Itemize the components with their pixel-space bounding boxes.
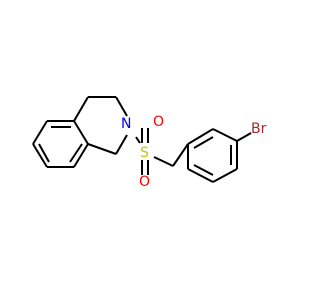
double-bond-inner <box>69 143 83 163</box>
bond-n-s <box>135 136 141 144</box>
oxygen-bottom-atom-label: O <box>139 174 150 190</box>
bond <box>87 143 117 155</box>
double-bond-inner <box>38 143 50 163</box>
sulfur-atom-label: S <box>140 145 149 161</box>
oxygen-top-atom-label: O <box>153 114 164 130</box>
bond <box>73 120 89 145</box>
bond <box>32 143 48 168</box>
bromophenyl-ring <box>187 128 238 183</box>
bond <box>32 120 48 145</box>
benzo-ring <box>32 120 89 168</box>
bond <box>187 168 214 183</box>
bond <box>212 168 238 183</box>
molecule-diagram: N S O O Br <box>32 96 267 190</box>
double-bond-inner <box>193 136 214 149</box>
bromine-atom-label: Br <box>251 121 267 137</box>
double-bond-inner <box>193 164 214 176</box>
sulfonyl-oxygens <box>141 128 149 175</box>
bond-c-br <box>236 132 252 142</box>
bond <box>187 128 214 145</box>
bond <box>115 134 128 155</box>
nitrogen-atom-label: N <box>121 116 131 132</box>
bond-ch2-aryl <box>172 143 189 167</box>
saturated-ring <box>73 96 128 155</box>
bond <box>212 128 238 142</box>
bond-s-ch2 <box>153 156 174 167</box>
bond <box>73 143 89 168</box>
bond <box>115 96 128 117</box>
bond <box>73 96 89 122</box>
